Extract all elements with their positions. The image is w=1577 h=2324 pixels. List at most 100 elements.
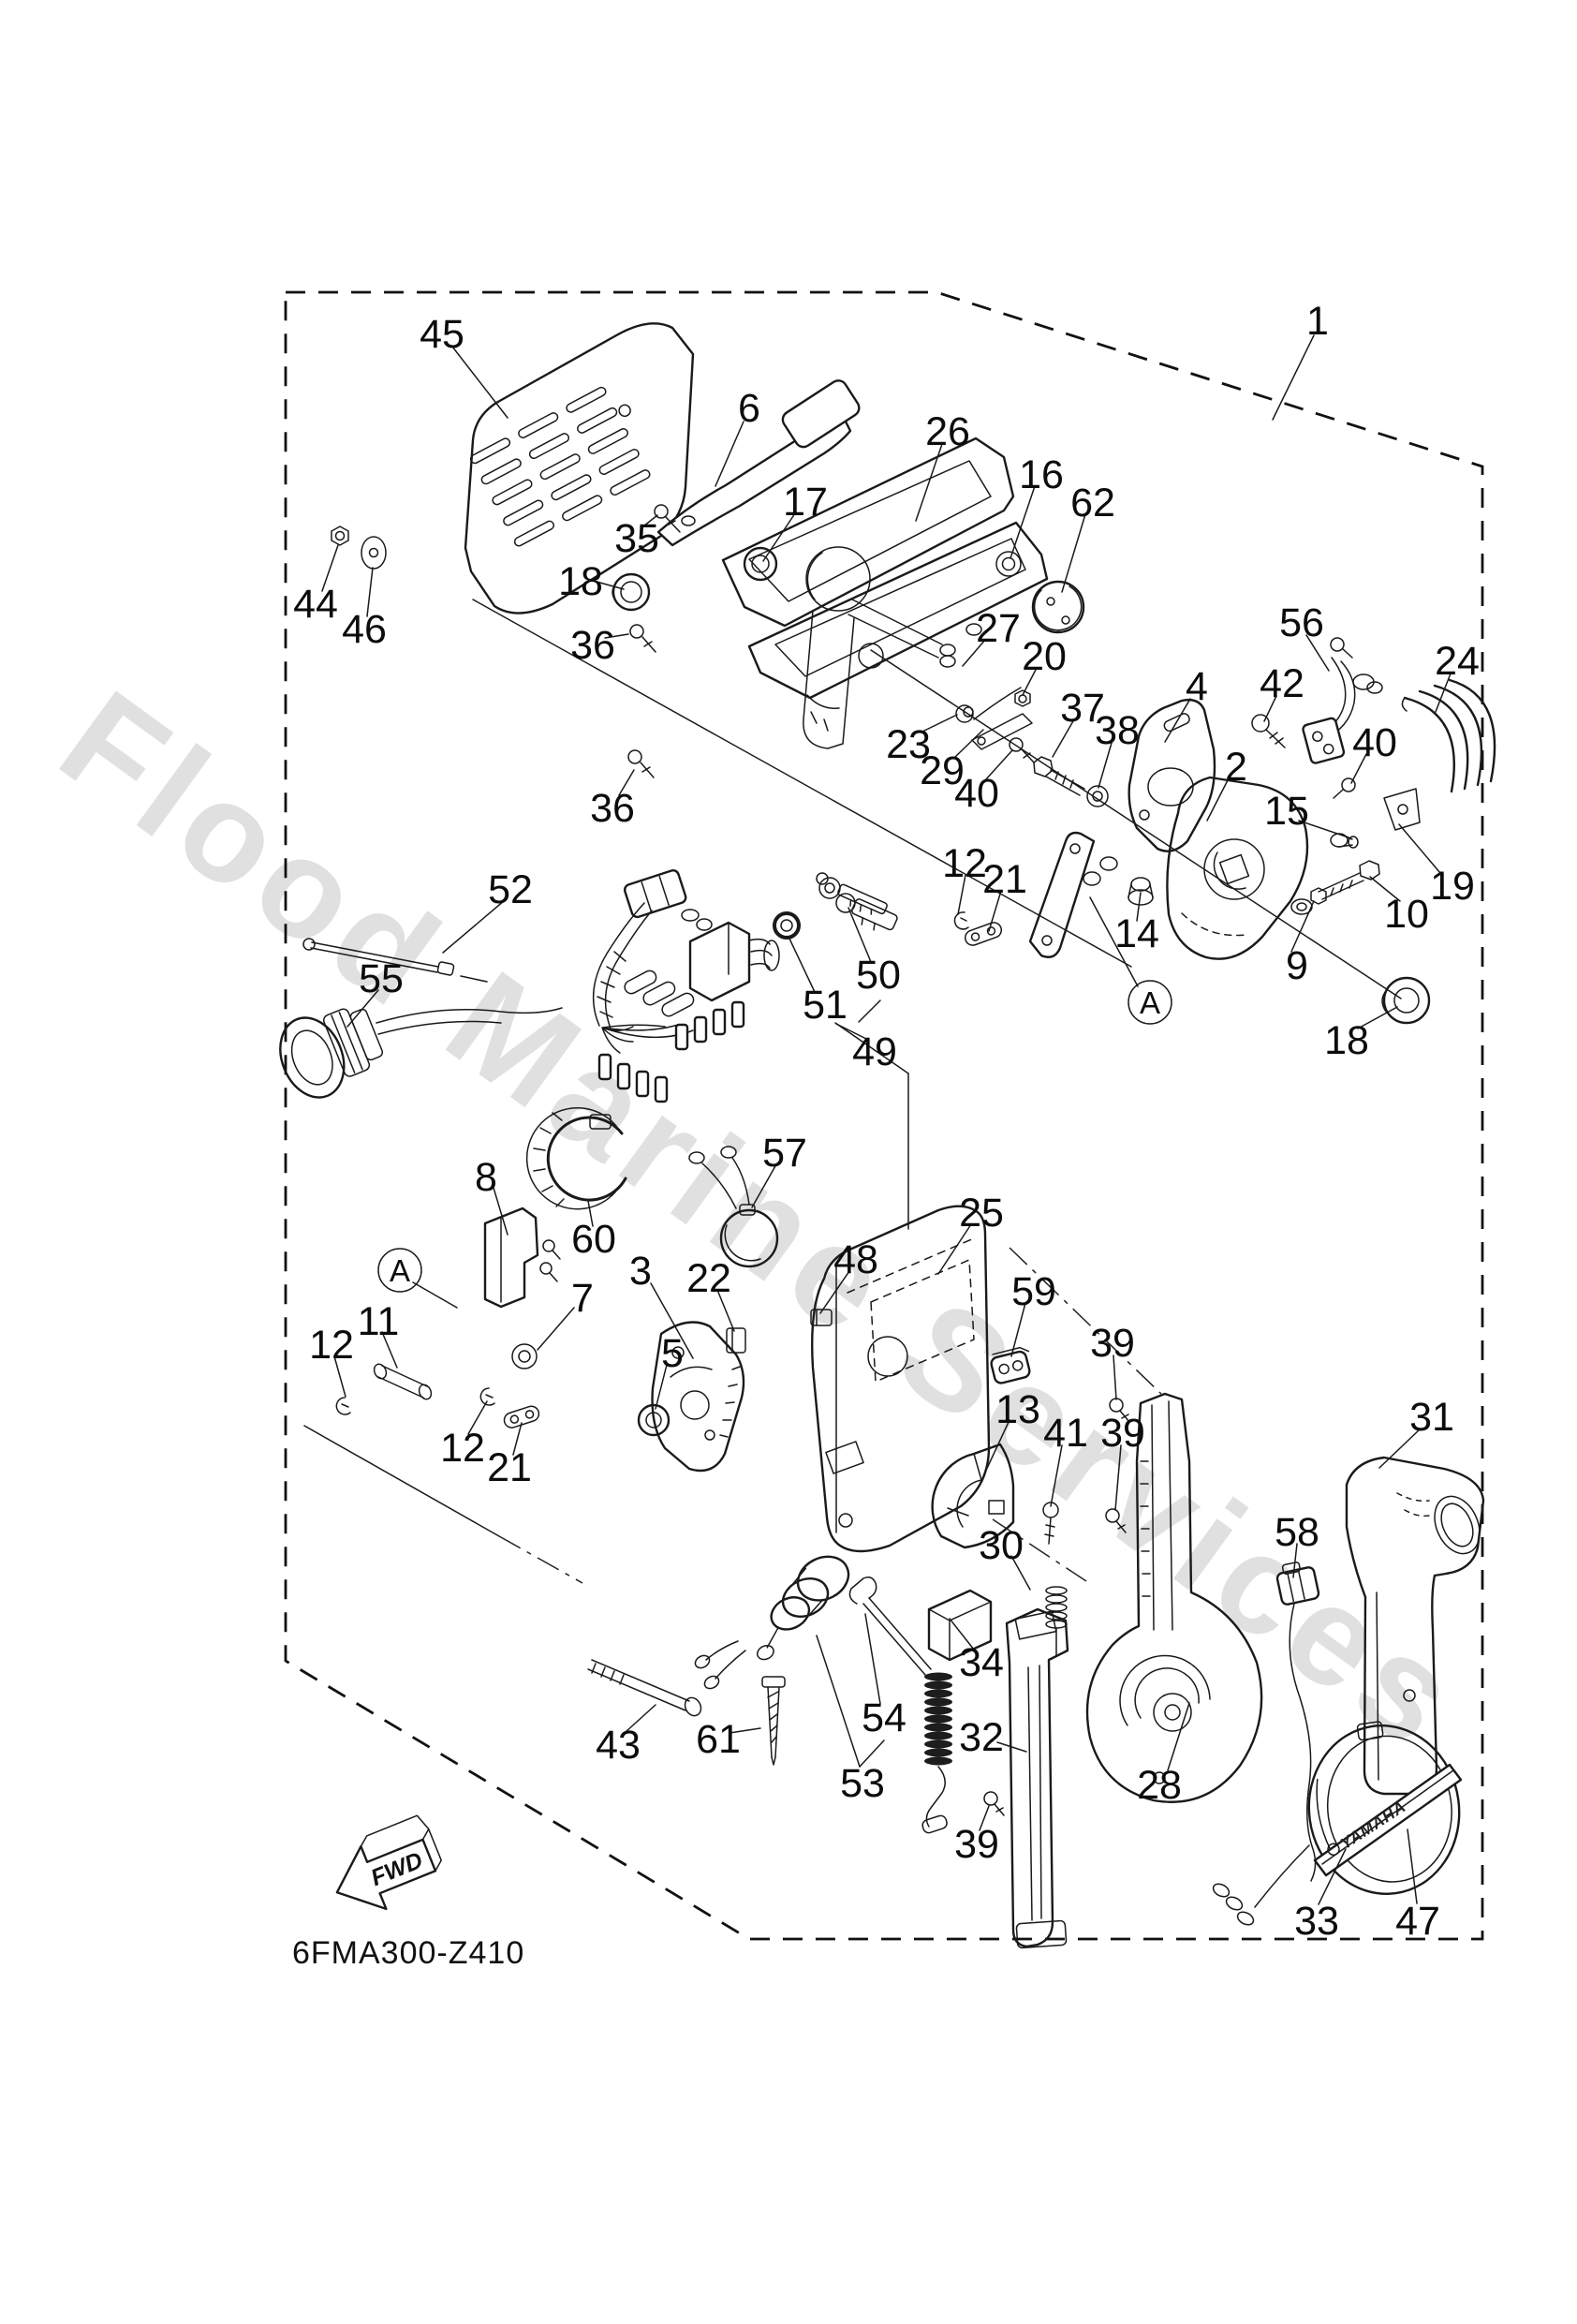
part-callout-56: 56 <box>1279 600 1324 645</box>
part-spring-23 <box>955 687 1022 723</box>
part-rod-52 <box>302 938 488 983</box>
part-callout-41: 41 <box>1043 1411 1088 1456</box>
part-callout-6: 6 <box>738 386 760 431</box>
fwd-direction-arrow: FWD <box>335 1814 442 1911</box>
part-callout-5: 5 <box>661 1331 684 1376</box>
part-callout-54: 54 <box>862 1695 906 1740</box>
view-ref-letter-A: A <box>390 1253 410 1288</box>
construction-lines <box>303 599 1402 1768</box>
part-nut-20 <box>1014 689 1031 707</box>
part-keys-50 <box>816 872 898 931</box>
part-clip-22 <box>726 1327 746 1354</box>
part-callout-35: 35 <box>614 516 659 561</box>
part-ignition-switch-51 <box>688 911 801 1002</box>
part-callout-44: 44 <box>293 582 338 627</box>
part-wedge-19 <box>1383 788 1421 831</box>
part-callout-52: 52 <box>488 867 533 912</box>
part-callout-62: 62 <box>1070 481 1115 525</box>
part-callout-24: 24 <box>1435 639 1480 684</box>
part-link-21-b <box>503 1405 540 1428</box>
part-callout-43: 43 <box>596 1723 641 1768</box>
part-callout-17: 17 <box>783 480 828 525</box>
part-callout-60: 60 <box>571 1217 616 1262</box>
part-callout-26: 26 <box>925 409 970 454</box>
callout-numbers: 1234567891011121212131415161718181920212… <box>293 299 1480 1944</box>
part-cable-56 <box>1302 637 1383 764</box>
part-bracket-4 <box>1127 698 1216 852</box>
part-callout-18: 18 <box>558 559 603 604</box>
assembly-boundary-dashes <box>284 290 1484 1941</box>
part-callout-48: 48 <box>833 1237 878 1282</box>
part-callout-50: 50 <box>856 953 901 998</box>
part-grille-plate-45 <box>464 322 695 614</box>
part-callout-21: 21 <box>487 1445 532 1490</box>
view-ref-circle-A <box>377 1248 422 1293</box>
part-screw-36-lower <box>627 749 655 778</box>
part-callout-45: 45 <box>420 312 464 357</box>
part-callout-12: 12 <box>309 1323 354 1368</box>
part-bracket-8 <box>483 1206 561 1309</box>
part-washer-46 <box>361 536 387 570</box>
part-callout-9: 9 <box>1286 943 1308 988</box>
part-bolt-10 <box>1318 860 1380 900</box>
part-gasket-62 <box>1031 580 1085 634</box>
part-callout-46: 46 <box>342 607 387 652</box>
part-callout-53: 53 <box>840 1761 885 1806</box>
part-callout-38: 38 <box>1095 708 1140 753</box>
part-clip-12-c <box>479 1387 495 1406</box>
part-clip-48 <box>810 1309 833 1326</box>
part-bushing-14 <box>1127 877 1154 906</box>
part-callout-19: 19 <box>1430 864 1475 909</box>
part-callout-55: 55 <box>359 956 404 1001</box>
part-lanyard-54 <box>848 1576 952 1834</box>
part-callout-11: 11 <box>358 1299 400 1344</box>
part-callout-29: 29 <box>920 748 965 793</box>
part-lever-28 <box>1085 1392 1263 1803</box>
part-callout-8: 8 <box>475 1155 497 1200</box>
circled-letters: AA <box>377 980 1172 1293</box>
view-ref-letter-A: A <box>1140 985 1160 1020</box>
part-arm-32 <box>1005 1607 1069 1949</box>
part-callout-40: 40 <box>954 771 999 816</box>
part-callout-49: 49 <box>852 1029 897 1074</box>
part-screw-35 <box>654 504 681 533</box>
part-callout-57: 57 <box>762 1131 807 1176</box>
part-grommet-18-right <box>1381 976 1431 1025</box>
part-screw-61 <box>761 1676 786 1766</box>
part-callout-3: 3 <box>629 1249 652 1294</box>
part-frame-26 <box>721 437 1015 628</box>
part-callout-36: 36 <box>590 786 635 831</box>
part-callout-25: 25 <box>959 1191 1004 1236</box>
view-ref-circle-A <box>1127 980 1172 1025</box>
part-plate-3 <box>651 1321 745 1473</box>
part-handle-31 <box>1345 1456 1485 1796</box>
part-clip-12-b <box>335 1397 351 1415</box>
part-callout-12: 12 <box>440 1426 485 1471</box>
part-screw-39-b <box>1105 1508 1127 1533</box>
part-link-29 <box>971 713 1033 750</box>
part-callout-39: 39 <box>1090 1321 1135 1366</box>
part-grommet-17 <box>743 546 778 582</box>
part-bolt-43 <box>587 1659 702 1717</box>
part-clip-12-a <box>953 911 969 930</box>
part-callout-20: 20 <box>1022 634 1067 679</box>
part-callout-47: 47 <box>1395 1899 1440 1944</box>
part-callout-32: 32 <box>959 1715 1004 1760</box>
part-callout-21: 21 <box>982 857 1027 902</box>
part-callout-16: 16 <box>1019 452 1064 497</box>
part-callout-28: 28 <box>1137 1763 1182 1808</box>
part-callout-23: 23 <box>886 722 931 767</box>
part-washer-16 <box>995 551 1022 577</box>
part-callout-22: 22 <box>686 1256 731 1301</box>
part-main-switch-53 <box>694 1555 850 1690</box>
part-callout-36: 36 <box>570 623 615 668</box>
part-grommet-5 <box>637 1403 671 1437</box>
part-quadrant-13 <box>931 1443 1015 1549</box>
part-callout-58: 58 <box>1275 1510 1319 1555</box>
part-callout-59: 59 <box>1011 1269 1056 1314</box>
part-callout-61: 61 <box>696 1717 741 1762</box>
part-callout-1: 1 <box>1306 299 1329 344</box>
part-washer-7 <box>511 1343 538 1369</box>
